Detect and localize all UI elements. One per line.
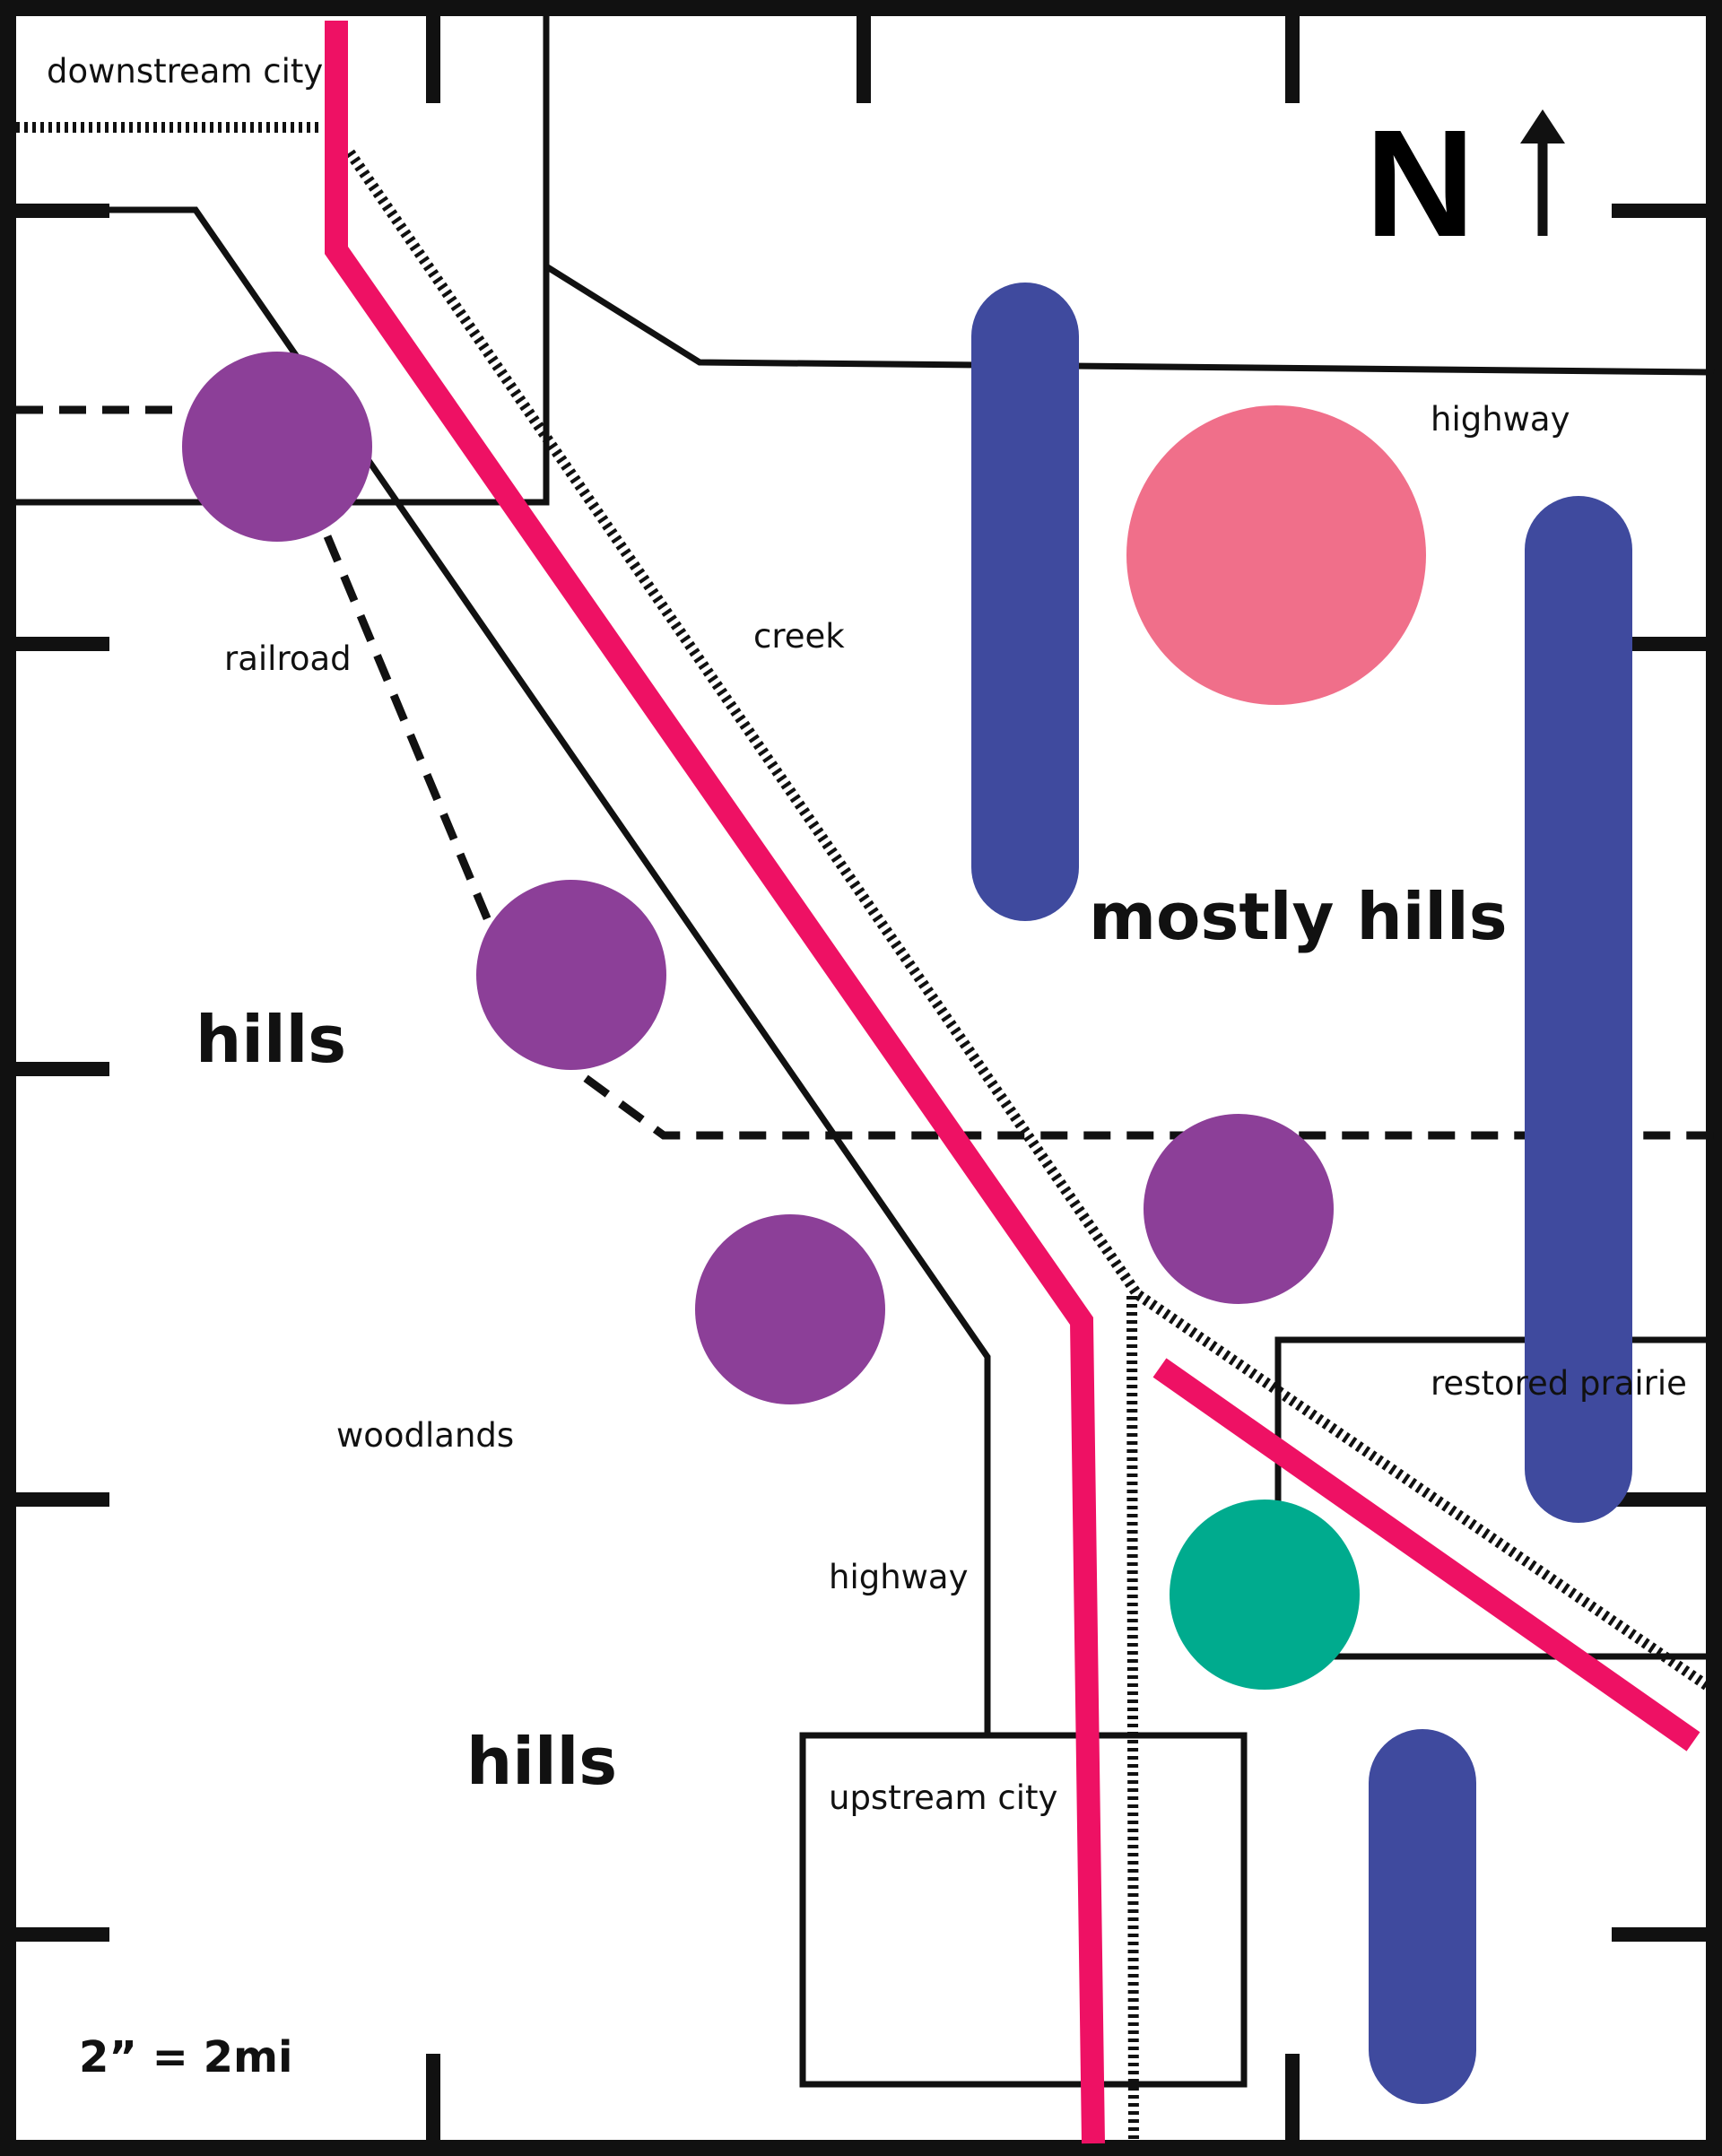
pink-marker <box>1126 405 1426 705</box>
label-woodlands: woodlands <box>336 1416 514 1455</box>
site-markers <box>182 352 1426 1690</box>
label-hills-south: hills <box>466 1724 617 1799</box>
label-railroad: railroad <box>224 639 352 678</box>
north-indicator: N <box>1365 99 1565 269</box>
teal-marker <box>1170 1500 1360 1690</box>
creek-line <box>325 21 1700 2144</box>
railroad-line <box>16 122 1711 2144</box>
label-highway-north: highway <box>1431 400 1570 439</box>
label-mostly-hills: mostly hills <box>1089 879 1508 954</box>
north-label: N <box>1365 99 1475 269</box>
purple-marker <box>695 1214 885 1404</box>
ridge-bars <box>971 283 1632 2104</box>
label-restored-prairie: restored prairie <box>1431 1364 1687 1403</box>
label-hills-west: hills <box>196 1002 346 1077</box>
purple-marker <box>1144 1114 1334 1304</box>
label-highway-south: highway <box>829 1558 969 1596</box>
highway-north-line <box>544 264 1715 376</box>
dashed-boundaries <box>16 405 1714 1140</box>
upstream-city-boundary <box>799 1732 1248 2088</box>
label-creek: creek <box>753 617 845 656</box>
scale-label: 2” = 2mi <box>79 2032 292 2082</box>
label-downstream-city: downstream city <box>47 52 323 91</box>
purple-marker <box>182 352 372 542</box>
north-arrow-icon <box>1520 109 1565 236</box>
label-upstream-city: upstream city <box>829 1778 1057 1817</box>
purple-marker <box>476 880 666 1070</box>
downstream-city-boundary <box>16 16 550 506</box>
highway-west-line <box>16 206 991 1733</box>
